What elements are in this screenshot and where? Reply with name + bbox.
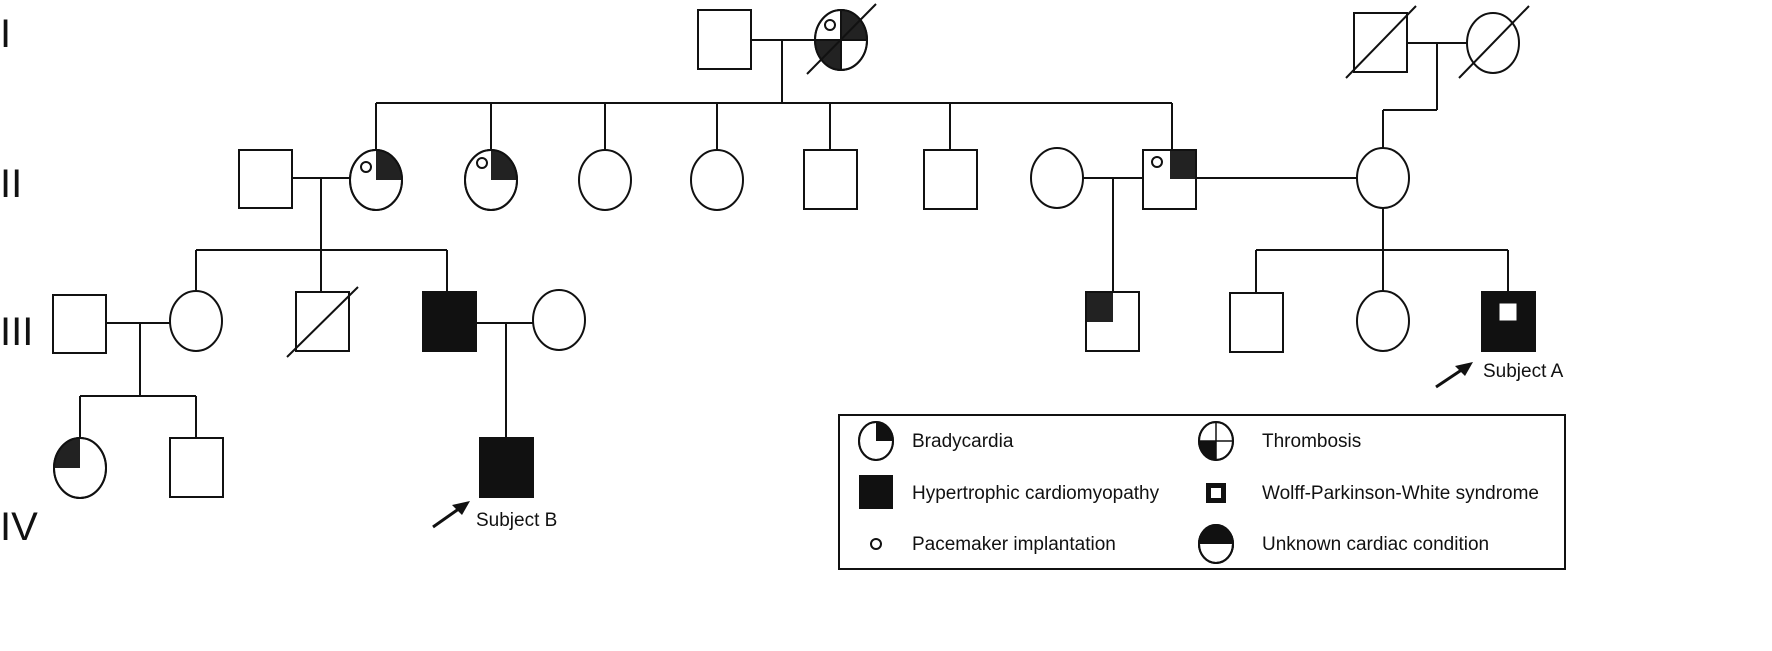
pedigree-individual-I-2: [806, 3, 877, 75]
pedigree-individual-II-7: [923, 149, 978, 210]
legend-wpw-symbol: [1206, 483, 1226, 503]
pedigree-individual-III-4: [422, 291, 477, 352]
pedigree-individual-III-2: [169, 290, 223, 352]
legend-thrombosis-symbol: [1198, 421, 1234, 461]
legend-unknown-symbol: [1198, 524, 1234, 564]
legend-wpw-label: Wolff-Parkinson-White syndrome: [1262, 483, 1539, 504]
pedigree-individual-I-4: [1458, 5, 1530, 79]
generation-label-3: III: [0, 310, 33, 354]
subject-a-label: Subject A: [1483, 361, 1564, 382]
pedigree-individual-III-8: [1356, 290, 1410, 352]
generation-label-4: IV: [0, 505, 38, 549]
pedigree-individual-III-3: [286, 286, 359, 358]
proband-arrow-subject-a: [1435, 362, 1473, 389]
connection-lines: [79, 39, 1509, 440]
pedigree-individual-III-1: [52, 294, 107, 354]
proband-arrow-subject-b: [432, 501, 470, 529]
pedigree-individual-III-7: [1229, 292, 1284, 353]
pedigree-individual-IV-3: [479, 437, 534, 498]
pedigree-individual-III-9: [1481, 291, 1536, 352]
pedigree-individual-II-3: [464, 149, 518, 211]
pedigree-individual-II-1: [238, 149, 293, 209]
legend-hcm-symbol: [859, 475, 893, 509]
legend-bradycardia-label: Bradycardia: [912, 431, 1014, 452]
legend-pacemaker-label: Pacemaker implantation: [912, 534, 1116, 555]
legend-box: Bradycardia Hypertrophic cardiomyopathy …: [838, 414, 1566, 570]
pedigree-individual-III-6: [1085, 291, 1140, 352]
legend-hcm-label: Hypertrophic cardiomyopathy: [912, 483, 1160, 504]
legend-pacemaker-symbol: [870, 538, 882, 550]
generation-label-2: II: [0, 162, 22, 206]
pedigree-individual-II-4: [578, 149, 632, 211]
legend-bradycardia-symbol: [858, 421, 894, 461]
generation-label-1: I: [0, 12, 11, 56]
subject-b-label: Subject B: [476, 510, 557, 531]
pedigree-individual-III-5: [532, 289, 586, 351]
pedigree-individual-II-9: [1142, 149, 1197, 210]
pedigree-individual-IV-1: [53, 437, 107, 499]
pedigree-individual-II-10: [1356, 147, 1410, 209]
pedigree-individual-II-5: [690, 149, 744, 211]
pedigree-individual-II-6: [803, 149, 858, 210]
pedigree-individual-I-1: [697, 9, 752, 70]
pedigree-individual-II-2: [349, 149, 403, 211]
pedigree-individual-II-8: [1030, 147, 1084, 209]
pedigree-individual-IV-2: [169, 437, 224, 498]
legend-unknown-label: Unknown cardiac condition: [1262, 534, 1489, 555]
legend-thrombosis-label: Thrombosis: [1262, 431, 1361, 452]
pedigree-individual-I-3: [1345, 5, 1417, 79]
